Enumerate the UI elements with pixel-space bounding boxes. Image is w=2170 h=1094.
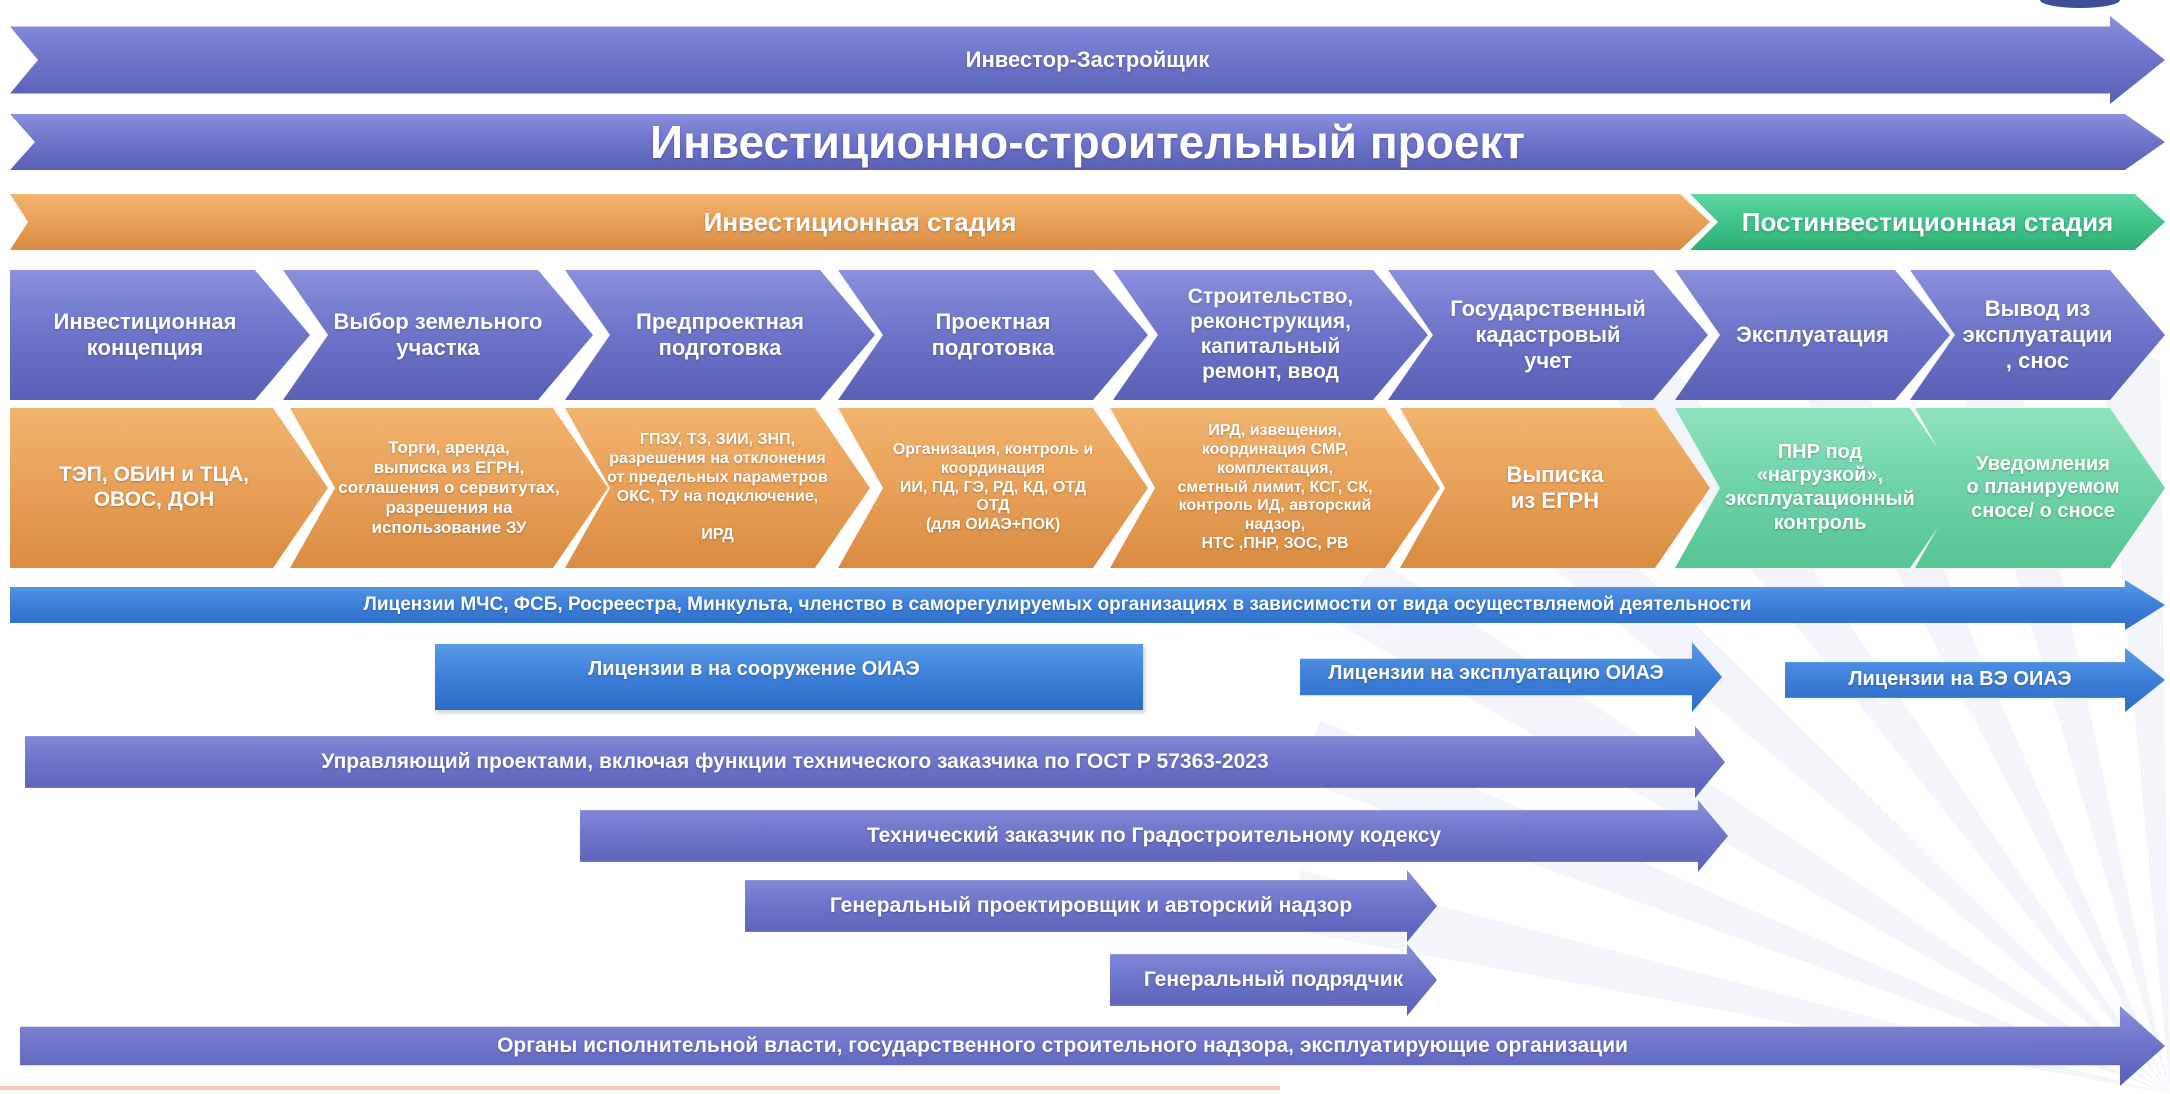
authorities-arrow: Органы исполнительной власти, государств… bbox=[20, 1006, 2165, 1086]
docs-label: Уведомления о планируемом сносе/ о сносе bbox=[1966, 452, 2120, 522]
investment-stage-label: Инвестиционная стадия bbox=[703, 206, 1017, 237]
licenses-decommission-arrow: Лицензии на ВЭ ОИАЭ bbox=[1785, 648, 2165, 712]
phase-cadastral: Государственный кадастровый учет bbox=[1388, 270, 1708, 400]
licenses-construction-arrow: Лицензии в на сооружение ОИАЭ bbox=[435, 644, 1143, 710]
docs-label: ИРД, извещения, координация СМР, комплек… bbox=[1177, 421, 1373, 553]
project-manager-label: Управляющий проектами, включая функции т… bbox=[321, 749, 1269, 773]
phase-label: Государственный кадастровый учет bbox=[1450, 296, 1646, 373]
phase-label: Строительство, реконструкция, капитальны… bbox=[1187, 285, 1354, 383]
licenses-construction-label: Лицензии в на сооружение ОИАЭ bbox=[588, 658, 920, 680]
phase-design: Проектная подготовка bbox=[838, 270, 1148, 400]
phase-construction: Строительство, реконструкция, капитальны… bbox=[1113, 270, 1428, 400]
project-manager-arrow: Управляющий проектами, включая функции т… bbox=[25, 726, 1725, 798]
authorities-label: Органы исполнительной власти, государств… bbox=[497, 1033, 1628, 1057]
docs-operation: ПНР под «нагрузкой», эксплуатационный ко… bbox=[1675, 408, 1965, 568]
phase-label: Инвестиционная концепция bbox=[53, 309, 237, 360]
docs-label: Выписка из ЕГРН bbox=[1506, 462, 1604, 513]
licenses-main-label: Лицензии МЧС, ФСБ, Росреестра, Минкульта… bbox=[363, 593, 1752, 615]
investment-project-title: Инвестиционно-строительный проект bbox=[650, 115, 1525, 168]
licenses-decommission-label: Лицензии на ВЭ ОИАЭ bbox=[1848, 668, 2072, 691]
docs-label: ПНР под «нагрузкой», эксплуатационный ко… bbox=[1725, 440, 1915, 534]
phase-label: Вывод из эксплуатации , снос bbox=[1962, 296, 2113, 373]
licenses-operation-arrow: Лицензии на эксплуатацию ОИАЭ bbox=[1300, 642, 1722, 712]
phase-investment-concept: Инвестиционная концепция bbox=[10, 270, 310, 400]
investor-developer-label: Инвестор-Застройщик bbox=[965, 47, 1210, 73]
docs-label: Организация, контроль и координация ИИ, … bbox=[892, 440, 1094, 534]
phase-label: Предпроектная подготовка bbox=[636, 309, 804, 360]
phase-label: Проектная подготовка bbox=[931, 309, 1055, 360]
phase-land-selection: Выбор земельного участка bbox=[283, 270, 593, 400]
docs-pre-design: ГПЗУ, ТЗ, ЗИИ, ЗНП, разрешения на отклон… bbox=[565, 408, 870, 568]
phase-label: Выбор земельного участка bbox=[333, 309, 543, 360]
post-investment-stage-arrow: Постинвестиционная стадия bbox=[1690, 194, 2165, 250]
phase-operation: Эксплуатация bbox=[1675, 270, 1950, 400]
docs-label: ГПЗУ, ТЗ, ЗИИ, ЗНП, разрешения на отклон… bbox=[607, 431, 828, 543]
licenses-operation-label: Лицензии на эксплуатацию ОИАЭ bbox=[1328, 662, 1664, 684]
phase-pre-design: Предпроектная подготовка bbox=[565, 270, 875, 400]
post-investment-stage-label: Постинвестиционная стадия bbox=[1741, 206, 2114, 237]
docs-land-selection: Торги, аренда, выписка из ЕГРН, соглашен… bbox=[290, 408, 608, 568]
investment-stage-arrow: Инвестиционная стадия bbox=[10, 194, 1710, 250]
docs-design: Организация, контроль и координация ИИ, … bbox=[838, 408, 1148, 568]
investor-developer-arrow: Инвестор-Застройщик bbox=[10, 16, 2165, 104]
general-contractor-label: Генеральный подрядчик bbox=[1143, 967, 1404, 991]
docs-cadastral: Выписка из ЕГРН bbox=[1400, 408, 1710, 568]
general-contractor-arrow: Генеральный подрядчик bbox=[1110, 944, 1437, 1016]
docs-label: ТЭП, ОБИН и ТЦА, ОВОС, ДОН bbox=[59, 463, 249, 511]
licenses-main-arrow: Лицензии МЧС, ФСБ, Росреестра, Минкульта… bbox=[10, 580, 2165, 630]
technical-customer-label: Технический заказчик по Градостроительно… bbox=[866, 823, 1442, 847]
phase-label: Эксплуатация bbox=[1736, 322, 1889, 348]
phase-decommissioning: Вывод из эксплуатации , снос bbox=[1910, 270, 2165, 400]
docs-investment-concept: ТЭП, ОБИН и ТЦА, ОВОС, ДОН bbox=[10, 408, 328, 568]
general-designer-arrow: Генеральный проектировщик и авторский на… bbox=[745, 870, 1437, 942]
docs-construction: ИРД, извещения, координация СМР, комплек… bbox=[1110, 408, 1440, 568]
docs-label: Торги, аренда, выписка из ЕГРН, соглашен… bbox=[338, 437, 560, 538]
general-designer-label: Генеральный проектировщик и авторский на… bbox=[829, 893, 1353, 917]
technical-customer-arrow: Технический заказчик по Градостроительно… bbox=[580, 800, 1728, 872]
investment-project-arrow: Инвестиционно-строительный проект bbox=[10, 114, 2165, 170]
